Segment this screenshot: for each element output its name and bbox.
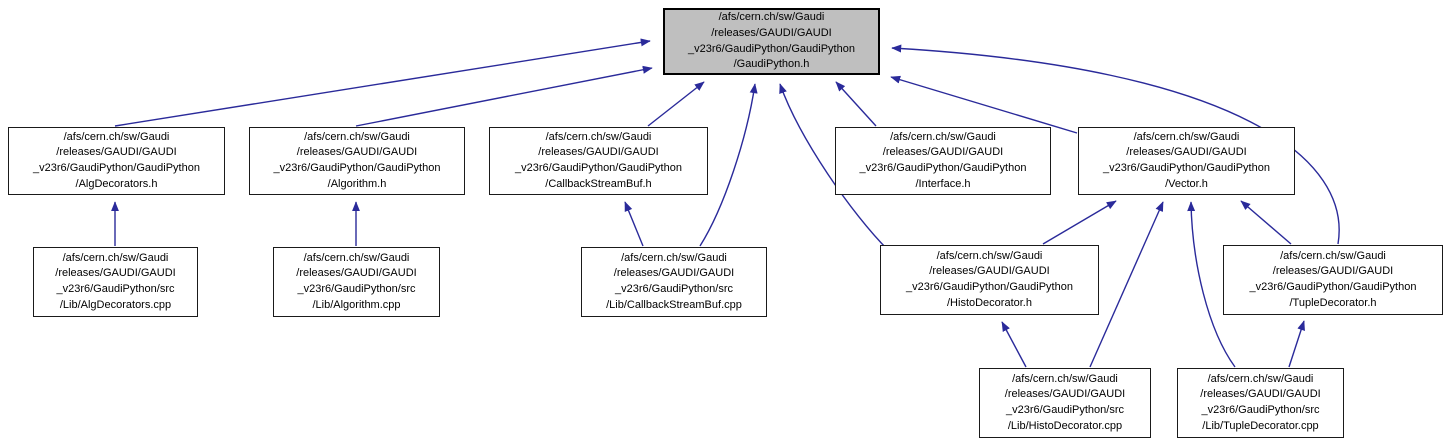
node-path-line: /releases/GAUDI/GAUDI [1200, 388, 1321, 401]
node-path-line: _v23r6/GaudiPython/src [1201, 404, 1320, 416]
graph-node-histodecorator-h[interactable]: /afs/cern.ch/sw/Gaudi/releases/GAUDI/GAU… [880, 245, 1099, 315]
node-path-line: /Interface.h [915, 177, 971, 190]
edge-interface-h-to-gaudipython-h [835, 81, 877, 127]
graph-node-histodecorator-cpp[interactable]: /afs/cern.ch/sw/Gaudi/releases/GAUDI/GAU… [979, 368, 1151, 438]
edge-tupledecorator-h-to-gaudipython-h [891, 44, 1340, 245]
graph-node-vector-h[interactable]: /afs/cern.ch/sw/Gaudi/releases/GAUDI/GAU… [1078, 127, 1295, 195]
node-path-line: /afs/cern.ch/sw/Gaudi [936, 249, 1043, 262]
edge-tupledecorator-h-to-vector-h [1240, 200, 1292, 245]
node-path-line: /afs/cern.ch/sw/Gaudi [718, 11, 825, 24]
graph-node-callbackstreambuf-cpp[interactable]: /afs/cern.ch/sw/Gaudi/releases/GAUDI/GAU… [581, 247, 767, 317]
node-path-line: /afs/cern.ch/sw/Gaudi [545, 130, 652, 143]
edge-tupledecorator-cpp-to-vector-h [1187, 201, 1236, 368]
node-path-line: _v23r6/GaudiPython/GaudiPython [1249, 281, 1417, 293]
node-path-line: /releases/GAUDI/GAUDI [882, 146, 1004, 159]
node-path-line: /Algorithm.h [327, 177, 387, 190]
node-path-line: /releases/GAUDI/GAUDI [55, 267, 176, 280]
graph-node-algdecorators-cpp[interactable]: /afs/cern.ch/sw/Gaudi/releases/GAUDI/GAU… [33, 247, 198, 317]
edge-histodecorator-cpp-to-histodecorator-h [1001, 321, 1027, 368]
node-path-line: /releases/GAUDI/GAUDI [929, 265, 1050, 278]
node-path-line: /afs/cern.ch/sw/Gaudi [1280, 249, 1386, 262]
node-path-line: /afs/cern.ch/sw/Gaudi [62, 251, 169, 264]
node-path-line: /releases/GAUDI/GAUDI [1004, 388, 1126, 401]
node-path-line: _v23r6/GaudiPython/GaudiPython [906, 281, 1073, 293]
edge-histodecorator-h-to-vector-h [1042, 200, 1117, 245]
node-path-line: /releases/GAUDI/GAUDI [296, 146, 418, 159]
node-path-line: /afs/cern.ch/sw/Gaudi [303, 251, 410, 264]
node-path-line: _v23r6/GaudiPython/GaudiPython [515, 162, 682, 174]
node-path-line: /afs/cern.ch/sw/Gaudi [1133, 130, 1240, 143]
node-path-line: _v23r6/GaudiPython/src [614, 283, 733, 295]
node-path-line: /afs/cern.ch/sw/Gaudi [1012, 372, 1118, 385]
edge-callbackstreambuf-cpp-to-callbackstreambuf-h [624, 201, 644, 247]
graph-node-gaudipython-h[interactable]: /afs/cern.ch/sw/Gaudi/releases/GAUDI/GAU… [663, 8, 880, 75]
node-path-line: /Lib/TupleDecorator.cpp [1202, 419, 1319, 432]
node-path-line: /AlgDecorators.h [75, 177, 158, 190]
node-path-line: /afs/cern.ch/sw/Gaudi [63, 130, 170, 143]
edge-algorithm-h-to-gaudipython-h [355, 65, 653, 127]
graph-node-tupledecorator-h[interactable]: /afs/cern.ch/sw/Gaudi/releases/GAUDI/GAU… [1223, 245, 1443, 315]
node-path-line: _v23r6/GaudiPython/src [297, 283, 416, 295]
node-path-line: /CallbackStreamBuf.h [545, 177, 652, 190]
graph-node-callbackstreambuf-h[interactable]: /afs/cern.ch/sw/Gaudi/releases/GAUDI/GAU… [489, 127, 708, 195]
node-path-line: /afs/cern.ch/sw/Gaudi [1207, 372, 1314, 385]
edge-callbackstreambuf-h-to-gaudipython-h [647, 81, 705, 127]
node-path-line: /Lib/CallbackStreamBuf.cpp [606, 298, 742, 311]
node-path-line: /Lib/HistoDecorator.cpp [1007, 419, 1123, 432]
edge-callbackstreambuf-cpp-to-gaudipython-h [699, 83, 758, 247]
node-path-line: /Lib/Algorithm.cpp [312, 298, 401, 311]
node-path-line: /afs/cern.ch/sw/Gaudi [621, 251, 727, 264]
edge-histodecorator-h-to-gaudipython-h [779, 83, 889, 251]
node-path-line: /GaudiPython.h [733, 58, 810, 71]
node-path-line: _v23r6/GaudiPython/src [56, 283, 175, 295]
node-path-line: /releases/GAUDI/GAUDI [613, 267, 735, 280]
node-path-line: /releases/GAUDI/GAUDI [1272, 265, 1394, 278]
node-path-line: _v23r6/GaudiPython/GaudiPython [859, 162, 1027, 174]
node-path-line: _v23r6/GaudiPython/GaudiPython [273, 162, 441, 174]
node-path-line: /afs/cern.ch/sw/Gaudi [890, 130, 996, 143]
node-path-line: /Lib/AlgDecorators.cpp [59, 298, 172, 311]
node-path-line: /releases/GAUDI/GAUDI [538, 146, 659, 159]
node-path-line: _v23r6/GaudiPython/GaudiPython [688, 42, 855, 55]
edge-vector-h-to-gaudipython-h [890, 75, 1078, 134]
graph-node-interface-h[interactable]: /afs/cern.ch/sw/Gaudi/releases/GAUDI/GAU… [835, 127, 1051, 195]
node-path-line: /Vector.h [1165, 177, 1208, 190]
node-path-line: /afs/cern.ch/sw/Gaudi [304, 130, 410, 143]
node-path-line: _v23r6/GaudiPython/src [1005, 404, 1124, 416]
graph-node-algorithm-cpp[interactable]: /afs/cern.ch/sw/Gaudi/releases/GAUDI/GAU… [273, 247, 440, 317]
node-path-line: _v23r6/GaudiPython/GaudiPython [1103, 162, 1270, 174]
node-path-line: _v23r6/GaudiPython/GaudiPython [33, 162, 200, 174]
graph-node-algdecorators-h[interactable]: /afs/cern.ch/sw/Gaudi/releases/GAUDI/GAU… [8, 127, 225, 195]
edge-tupledecorator-cpp-to-tupledecorator-h [1288, 320, 1305, 368]
node-path-line: /HistoDecorator.h [947, 296, 1032, 309]
node-path-line: /releases/GAUDI/GAUDI [56, 146, 177, 159]
node-path-line: /releases/GAUDI/GAUDI [296, 267, 417, 280]
graph-node-tupledecorator-cpp[interactable]: /afs/cern.ch/sw/Gaudi/releases/GAUDI/GAU… [1177, 368, 1344, 438]
graph-node-algorithm-h[interactable]: /afs/cern.ch/sw/Gaudi/releases/GAUDI/GAU… [249, 127, 465, 195]
node-path-line: /releases/GAUDI/GAUDI [711, 26, 832, 39]
node-path-line: /TupleDecorator.h [1289, 296, 1377, 309]
edge-algdecorators-h-to-gaudipython-h [114, 38, 651, 127]
node-path-line: /releases/GAUDI/GAUDI [1126, 146, 1247, 159]
edge-histodecorator-cpp-to-vector-h [1089, 201, 1164, 368]
